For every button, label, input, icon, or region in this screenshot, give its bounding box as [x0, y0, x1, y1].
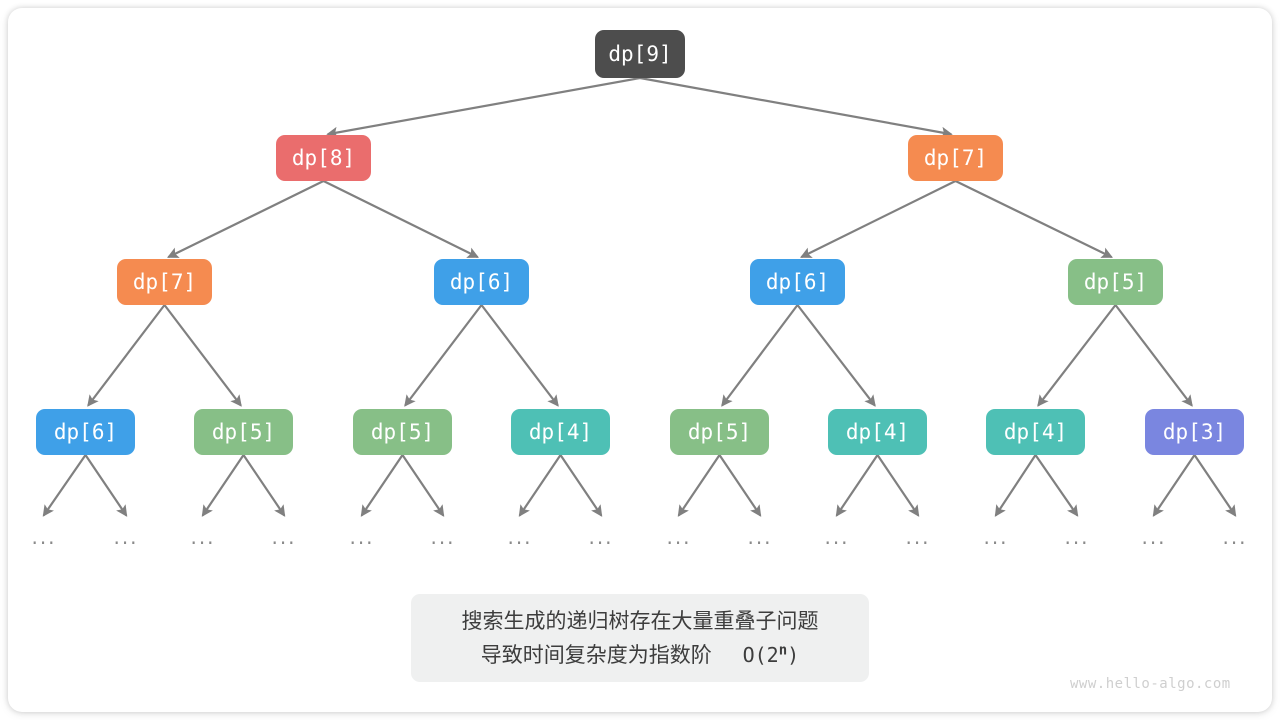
leaf-ellipsis: ...: [824, 525, 850, 549]
tree-node-dp7-n3: dp[7]: [117, 259, 212, 305]
leaf-ellipsis: ...: [190, 525, 216, 549]
tree-node-dp3-n14: dp[3]: [1145, 409, 1244, 455]
leaf-ellipsis: ...: [113, 525, 139, 549]
tree-node-label: dp[4]: [845, 420, 910, 444]
tree-node-dp6-n5: dp[6]: [750, 259, 845, 305]
tree-node-label: dp[4]: [1003, 420, 1068, 444]
leaf-ellipsis: ...: [1064, 525, 1090, 549]
tree-node-dp6-n7: dp[6]: [36, 409, 135, 455]
tree-node-dp8-n1: dp[8]: [276, 135, 371, 181]
tree-node-dp5-n6: dp[5]: [1068, 259, 1163, 305]
tree-node-dp5-n9: dp[5]: [353, 409, 452, 455]
leaf-ellipsis: ...: [349, 525, 375, 549]
tree-node-dp6-n4: dp[6]: [434, 259, 529, 305]
leaf-ellipsis: ...: [507, 525, 533, 549]
tree-node-dp9-n0: dp[9]: [595, 30, 685, 78]
caption-line-1: 搜索生成的递归树存在大量重叠子问题: [461, 609, 819, 633]
leaf-ellipsis: ...: [430, 525, 456, 549]
tree-node-label: dp[5]: [211, 420, 276, 444]
leaf-ellipsis: ...: [666, 525, 692, 549]
leaf-ellipsis: ...: [905, 525, 931, 549]
complexity-expression: O(2n): [718, 642, 800, 667]
leaf-ellipsis: ...: [1222, 525, 1248, 549]
leaf-ellipsis: ...: [1141, 525, 1167, 549]
tree-node-label: dp[4]: [528, 420, 593, 444]
complexity-close: ): [787, 643, 800, 667]
tree-node-label: dp[9]: [608, 42, 672, 66]
tree-node-dp7-n2: dp[7]: [908, 135, 1003, 181]
caption-line-2: 导致时间复杂度为指数阶 O(2n): [481, 638, 799, 672]
tree-node-label: dp[8]: [291, 146, 356, 170]
tree-node-dp4-n10: dp[4]: [511, 409, 610, 455]
leaf-ellipsis: ...: [31, 525, 57, 549]
tree-node-dp5-n11: dp[5]: [670, 409, 769, 455]
complexity-base: O(2: [742, 643, 779, 667]
tree-node-label: dp[6]: [449, 270, 514, 294]
tree-node-label: dp[5]: [1083, 270, 1148, 294]
tree-node-label: dp[7]: [132, 270, 197, 294]
leaf-ellipsis: ...: [271, 525, 297, 549]
tree-node-dp4-n13: dp[4]: [986, 409, 1085, 455]
complexity-exponent: n: [778, 642, 788, 659]
leaf-ellipsis: ...: [747, 525, 773, 549]
caption-box: 搜索生成的递归树存在大量重叠子问题 导致时间复杂度为指数阶 O(2n): [411, 594, 869, 682]
watermark: www.hello-algo.com: [1070, 676, 1231, 692]
tree-node-label: dp[6]: [765, 270, 830, 294]
tree-node-label: dp[7]: [923, 146, 988, 170]
leaf-ellipsis: ...: [588, 525, 614, 549]
tree-node-dp4-n12: dp[4]: [828, 409, 927, 455]
tree-node-label: dp[3]: [1162, 420, 1227, 444]
tree-node-label: dp[5]: [370, 420, 435, 444]
tree-node-dp5-n8: dp[5]: [194, 409, 293, 455]
tree-node-label: dp[5]: [687, 420, 752, 444]
leaf-ellipsis: ...: [983, 525, 1009, 549]
tree-node-label: dp[6]: [53, 420, 118, 444]
caption-line-2-text: 导致时间复杂度为指数阶: [480, 643, 712, 667]
